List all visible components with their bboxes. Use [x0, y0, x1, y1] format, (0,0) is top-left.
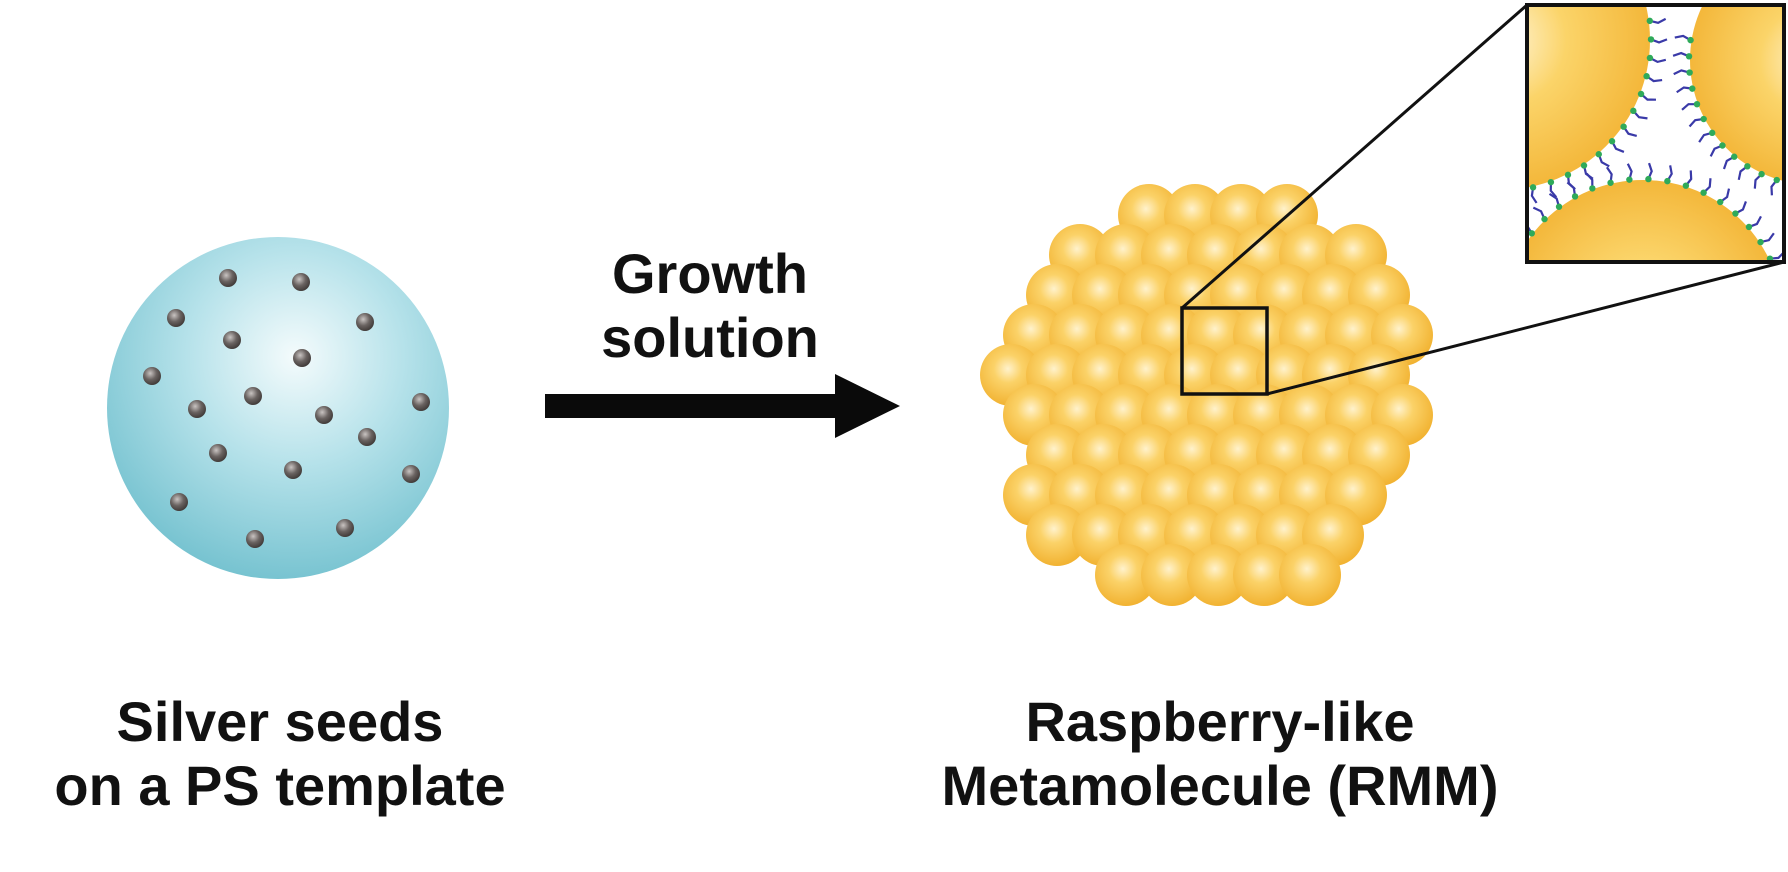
silver-seed	[167, 309, 185, 327]
right-caption-line1: Raspberry-like	[1025, 690, 1415, 753]
ligand-head	[1637, 90, 1645, 98]
silver-seeds	[143, 269, 430, 548]
right-caption-line2: Metamolecule (RMM)	[941, 754, 1499, 818]
ligand-head	[1518, 246, 1524, 252]
silver-seed	[356, 313, 374, 331]
ligand-head	[1643, 73, 1650, 80]
silver-seed	[315, 406, 333, 424]
ligand-head	[1529, 184, 1537, 191]
ligand-head	[1731, 153, 1738, 160]
ligand-head	[1595, 151, 1602, 158]
right-caption: Raspberry-like Metamolecule (RMM)	[880, 690, 1560, 819]
ligand-head	[1745, 223, 1753, 231]
silver-seed	[209, 444, 227, 462]
ligand-chain	[1498, 260, 1513, 266]
ligand-head	[1630, 107, 1637, 115]
ligand-head	[1758, 170, 1765, 178]
gold-nanoparticle	[1187, 544, 1249, 606]
left-caption-line2: on a PS template	[54, 754, 506, 818]
ligand-head	[1555, 203, 1563, 210]
ligand-head	[1580, 162, 1588, 169]
ligand-head	[1620, 123, 1627, 130]
gold-nanoparticle	[1095, 544, 1157, 606]
ligand-head	[1547, 178, 1555, 186]
ligand-head	[1693, 100, 1701, 108]
gold-nanoparticle	[1233, 544, 1295, 606]
raspberry-metamolecule	[980, 184, 1433, 606]
ligand-head	[1700, 115, 1707, 123]
ligand-chain	[1507, 241, 1521, 249]
gold-nanoparticle	[1279, 544, 1341, 606]
silver-seed	[170, 493, 188, 511]
ligand-head	[1589, 185, 1596, 192]
silver-seed	[293, 349, 311, 367]
silver-seed	[412, 393, 430, 411]
gold-nanoparticle	[1141, 544, 1203, 606]
silver-seed	[219, 269, 237, 287]
ligand-head	[1773, 176, 1780, 184]
arrow-label: Growth solution	[560, 242, 860, 371]
ligand-head	[1687, 36, 1694, 44]
silver-seed	[246, 530, 264, 548]
silver-seed	[188, 400, 206, 418]
ligand-head	[1509, 263, 1515, 269]
ligand-head	[1719, 142, 1726, 149]
silver-seed	[358, 428, 376, 446]
ligand-head	[1541, 215, 1548, 223]
ligand-head	[1528, 230, 1535, 237]
silver-seed	[284, 461, 302, 479]
zoom-indicator	[1180, 3, 1785, 396]
ligand-head	[1647, 36, 1655, 43]
growth-arrow	[545, 374, 900, 438]
arrow-label-line2: solution	[601, 306, 819, 370]
left-caption: Silver seeds on a PS template	[20, 690, 540, 819]
silver-seed	[244, 387, 262, 405]
ligand-head	[1608, 138, 1616, 145]
ligand-head	[1700, 189, 1707, 196]
ps-template-sphere	[107, 237, 449, 579]
ligand-head	[1571, 193, 1579, 200]
ligand-inset	[1498, 3, 1786, 269]
ligand-head	[1564, 171, 1572, 179]
ligand-head	[1732, 210, 1739, 217]
ligand-head	[1646, 54, 1654, 62]
left-caption-line1: Silver seeds	[116, 690, 444, 753]
ligand-head	[1717, 198, 1724, 206]
ligand-head	[1682, 182, 1690, 189]
ligand-head	[1664, 177, 1671, 185]
ligand-head	[1744, 163, 1751, 170]
gold-nanoparticle	[1026, 504, 1088, 566]
ligand-head	[1689, 85, 1696, 92]
arrow-label-line1: Growth	[612, 242, 808, 305]
silver-seed	[143, 367, 161, 385]
ligand-head	[1685, 53, 1693, 60]
ligand-head	[1757, 238, 1764, 246]
silver-seed	[292, 273, 310, 291]
ligand-head	[1607, 179, 1614, 186]
silver-seed	[223, 331, 241, 349]
ligand-head	[1626, 176, 1633, 183]
ligand-head	[1645, 175, 1652, 183]
ligand-head	[1709, 129, 1716, 137]
silver-seed	[336, 519, 354, 537]
ligand-head	[1686, 69, 1693, 76]
silver-seed	[402, 465, 420, 483]
ligand-head	[1646, 17, 1653, 25]
